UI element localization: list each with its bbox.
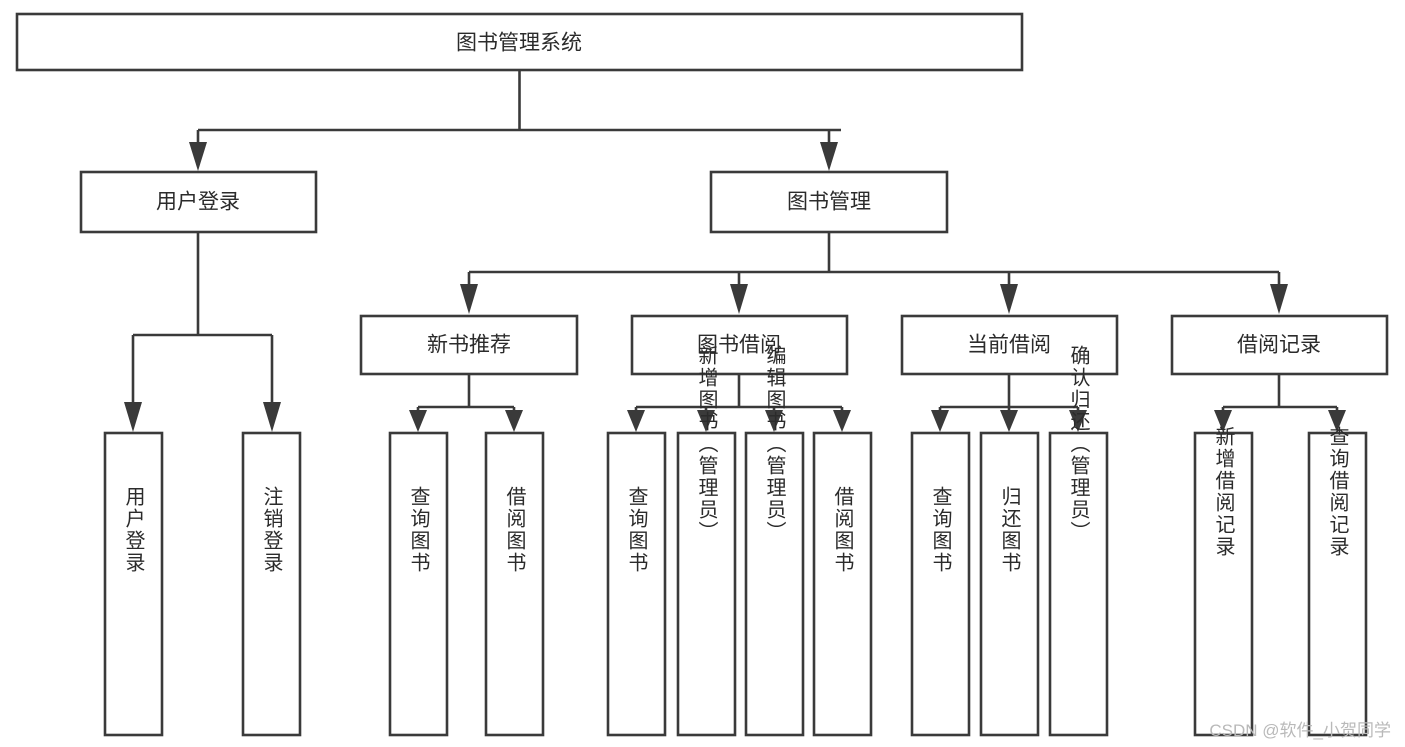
connector-group-current-borrow: [931, 374, 1087, 432]
leaf-box-current-borrow-2[interactable]: [1048, 431, 1109, 737]
leaf-label-book-borrow-2: 编辑图书（管理员）: [763, 345, 786, 543]
leaf-node[interactable]: 查询借阅记录: [1307, 426, 1368, 737]
arrow-head-borrow-record: [1270, 284, 1288, 314]
node-current-borrow[interactable]: 当前借阅: [900, 314, 1119, 376]
node-borrow-record[interactable]: 借阅记录: [1170, 314, 1389, 376]
connector-group-borrow-record: [1214, 374, 1346, 432]
node-current-borrow-label: 当前借阅: [967, 334, 1051, 357]
node-book-manage-box[interactable]: [709, 170, 949, 234]
leaf-node[interactable]: 归还图书: [979, 431, 1040, 737]
arrow-head-bb-leaf-3: [765, 410, 783, 432]
arrow-head-br-leaf-2: [1328, 410, 1346, 432]
arrow-head-cb-leaf-2: [1000, 410, 1018, 432]
leaf-label-book-borrow-0: 查询图书: [625, 486, 648, 574]
leaf-label-borrow-record-1: 查询借阅记录: [1326, 426, 1349, 558]
leaf-node[interactable]: 确认归还（管理员）: [1048, 345, 1109, 737]
node-book-manage[interactable]: 图书管理: [709, 170, 949, 234]
leaf-box-book-borrow-2[interactable]: [744, 431, 805, 737]
leaf-label-book-borrow-3: 借阅图书: [831, 486, 854, 574]
leaf-label-user-login-0: 用户登录: [122, 486, 145, 574]
leaf-node[interactable]: 新增借阅记录: [1193, 426, 1254, 737]
leaf-box-borrow-record-0[interactable]: [1193, 431, 1254, 737]
leaf-node[interactable]: 注销登录: [241, 431, 302, 737]
node-user-login-label: 用户登录: [156, 191, 240, 214]
arrow-head-book-borrow: [730, 284, 748, 314]
leaf-node[interactable]: 借阅图书: [484, 431, 545, 737]
arrow-head-br-leaf-1: [1214, 410, 1232, 432]
arrow-head-book-manage: [820, 142, 838, 171]
leaf-label-user-login-1: 注销登录: [260, 486, 283, 574]
node-book-borrow[interactable]: 图书借阅: [630, 314, 849, 376]
leaf-box-current-borrow-1[interactable]: [979, 431, 1040, 737]
arrow-head-bb-leaf-4: [833, 410, 851, 432]
arrow-head-bb-leaf-2: [697, 410, 715, 432]
leaf-label-new-book-rec-1: 借阅图书: [503, 486, 526, 574]
node-borrow-record-label: 借阅记录: [1237, 334, 1321, 357]
arrow-head-user-login: [189, 142, 207, 171]
leaf-box-current-borrow-0[interactable]: [910, 431, 971, 737]
leaf-box-user-login-0[interactable]: [103, 431, 164, 737]
node-borrow-record-box[interactable]: [1170, 314, 1389, 376]
leaf-box-new-book-rec-0[interactable]: [388, 431, 449, 737]
node-new-book-rec[interactable]: 新书推荐: [359, 314, 579, 376]
node-new-book-rec-box[interactable]: [359, 314, 579, 376]
arrow-head-cb-leaf-1: [931, 410, 949, 432]
arrow-head-cb-leaf-3: [1069, 410, 1087, 432]
arrow-head-bb-leaf-1: [627, 410, 645, 432]
leaf-box-new-book-rec-1[interactable]: [484, 431, 545, 737]
leaf-label-current-borrow-1: 归还图书: [998, 486, 1021, 574]
arrow-head-new-book-rec: [460, 284, 478, 314]
leaf-label-borrow-record-0: 新增借阅记录: [1212, 426, 1235, 558]
leaf-node[interactable]: 借阅图书: [812, 431, 873, 737]
node-book-borrow-box[interactable]: [630, 314, 849, 376]
leaf-label-current-borrow-0: 查询图书: [929, 486, 952, 574]
leaf-node[interactable]: 查询图书: [388, 431, 449, 737]
leaf-node[interactable]: 新增图书（管理员）: [676, 345, 737, 737]
leaf-node[interactable]: 编辑图书（管理员）: [744, 345, 805, 737]
leaf-box-user-login-1[interactable]: [241, 431, 302, 737]
leaf-node[interactable]: 用户登录: [103, 431, 164, 737]
arrow-head-leaf-user-login: [124, 402, 142, 432]
leaf-box-book-borrow-0[interactable]: [606, 431, 667, 737]
arrow-head-current-borrow: [1000, 284, 1018, 314]
node-root-box[interactable]: [15, 12, 1024, 72]
node-user-login-box[interactable]: [79, 170, 318, 234]
connector-group-user-login: [124, 232, 281, 432]
arrow-head-nbr-leaf-2: [505, 410, 523, 432]
node-new-book-rec-label: 新书推荐: [427, 334, 511, 357]
arrow-head-nbr-leaf-1: [409, 410, 427, 432]
node-user-login[interactable]: 用户登录: [79, 170, 318, 234]
node-current-borrow-box[interactable]: [900, 314, 1119, 376]
connector-group-root: [189, 70, 841, 171]
connector-group-new-book-rec: [409, 374, 523, 432]
node-root[interactable]: 图书管理系统: [15, 12, 1024, 72]
leaf-box-book-borrow-1[interactable]: [676, 431, 737, 737]
leaf-box-book-borrow-3[interactable]: [812, 431, 873, 737]
leaf-box-borrow-record-1[interactable]: [1307, 431, 1368, 737]
node-root-label: 图书管理系统: [456, 32, 582, 55]
leaf-label-book-borrow-1: 新增图书（管理员）: [695, 345, 718, 543]
leaf-node[interactable]: 查询图书: [910, 431, 971, 737]
leaf-label-new-book-rec-0: 查询图书: [407, 486, 430, 574]
leaf-label-current-borrow-2: 确认归还（管理员）: [1067, 345, 1090, 543]
node-book-borrow-label: 图书借阅: [697, 334, 781, 357]
leaf-node[interactable]: 查询图书: [606, 431, 667, 737]
node-book-manage-label: 图书管理: [787, 191, 871, 214]
connector-group-book-borrow: [627, 374, 851, 432]
connector-group-book-manage: [460, 232, 1288, 314]
arrow-head-leaf-logout: [263, 402, 281, 432]
